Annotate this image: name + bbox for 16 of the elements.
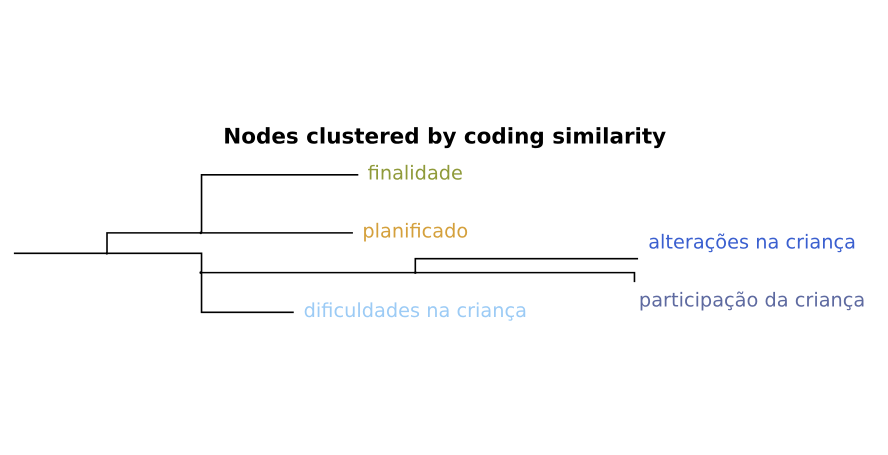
node-text: alterações na criança [648, 230, 856, 254]
node-text: planificado [362, 220, 468, 243]
node-point [106, 252, 108, 255]
node-text: finalidade [368, 162, 463, 185]
node-point [414, 271, 417, 274]
connector [202, 232, 353, 234]
node-text: dificuldades na criança [304, 299, 527, 322]
connector [106, 232, 200, 252]
connector [200, 174, 358, 233]
connector [200, 272, 294, 314]
connector [202, 272, 414, 274]
connector [414, 258, 638, 272]
connector [14, 252, 106, 254]
node-point [199, 232, 202, 234]
diagram-title: Nodes clustered by coding similarity [223, 124, 666, 150]
node-text: participação da criança [638, 288, 866, 312]
